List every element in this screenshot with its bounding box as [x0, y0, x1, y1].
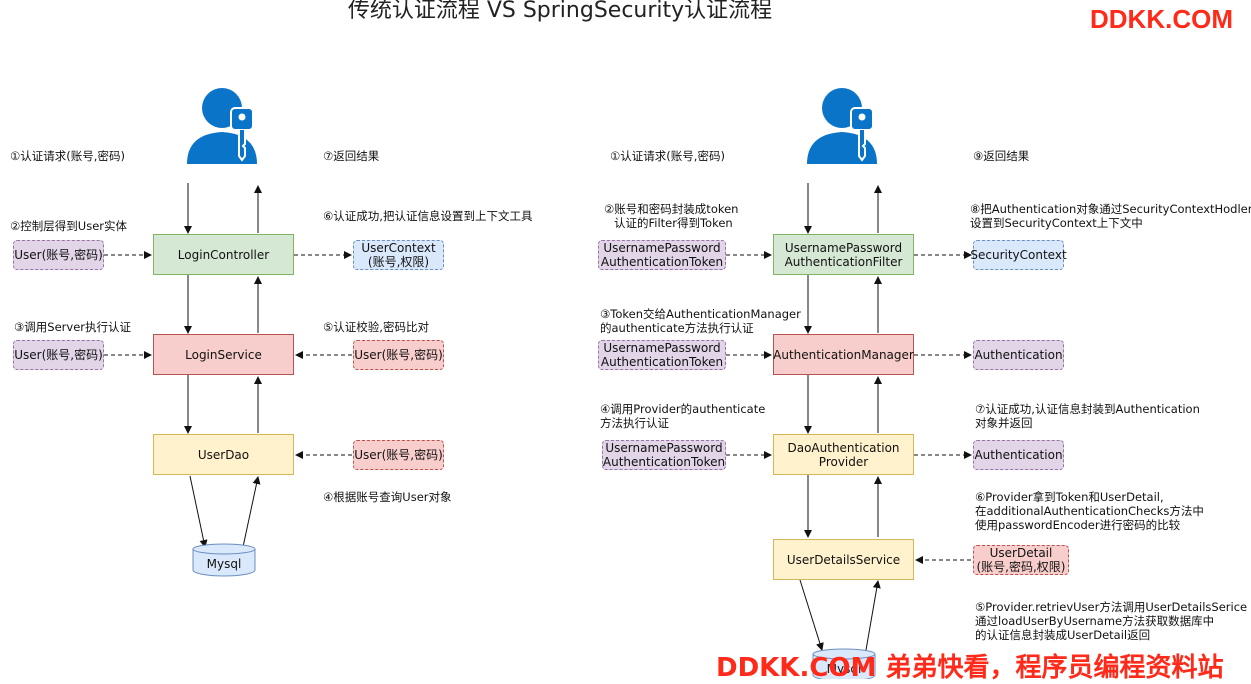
label-step2: ②控制层得到User实体: [10, 219, 128, 233]
user-icon: [807, 88, 877, 164]
login-service-node: LoginService: [153, 334, 294, 375]
label-step7: ⑦返回结果: [323, 149, 380, 163]
user-result-node: User(账号,密码): [353, 340, 444, 370]
label-step7-line2: 对象并返回: [975, 416, 1033, 430]
user-context-sub: (账号,权限): [367, 255, 430, 269]
user-context-title: UserContext: [361, 241, 436, 255]
label-step6: ⑥认证成功,把认证信息设置到上下文工具: [323, 209, 533, 223]
auth-filter-node: UsernamePassword AuthenticationFilter: [773, 234, 914, 275]
page-title: 传统认证流程 VS SpringSecurity认证流程: [347, 0, 773, 23]
login-controller-node: LoginController: [153, 234, 294, 275]
label-step7: ⑦认证成功,认证信息封装到Authentication 对象并返回: [975, 402, 1200, 430]
label-step3-line1: ③Token交给AuthenticationManager: [600, 307, 801, 321]
user-detail-line2: (账号,密码,权限): [976, 560, 1066, 574]
arrow-dao-db: [189, 475, 208, 548]
dao-provider-node: DaoAuthentication Provider: [773, 434, 914, 475]
database-label: Mysql: [826, 662, 862, 676]
user-detail-line1: UserDetail: [989, 546, 1053, 560]
dao-provider-line1: DaoAuthentication: [787, 440, 900, 455]
user-input-node: User(账号,密码): [13, 240, 104, 270]
label-step8-line2: 设置到SecurityContext上下文中: [970, 216, 1143, 230]
label-step2: ②账号和密码封装成token 认证的Filter得到Token: [604, 202, 738, 230]
label-step6: ⑥Provider拿到Token和UserDetail, 在additional…: [975, 490, 1204, 532]
dao-provider-line2: Provider: [818, 454, 869, 469]
user-result-node: User(账号,密码): [353, 440, 444, 470]
label-step5-line3: 的认证信息封装成UserDetail返回: [975, 628, 1151, 642]
token-node: UsernamePassword AuthenticationToken: [602, 440, 726, 470]
label-step4: ④调用Provider的authenticate 方法执行认证: [600, 402, 765, 430]
token-line1: UsernamePassword: [605, 441, 723, 455]
label-step3: ③Token交给AuthenticationManager 的authentic…: [600, 307, 801, 335]
user-detail-node: UserDetail (账号,密码,权限): [973, 545, 1069, 575]
token-node: UsernamePassword AuthenticationToken: [598, 240, 726, 270]
auth-filter-line2: AuthenticationFilter: [784, 254, 903, 269]
arrow-db-dao: [242, 476, 261, 548]
user-dao-node: UserDao: [153, 434, 294, 475]
label-step6-line2: 在additionalAuthenticationChecks方法中: [975, 504, 1204, 518]
user-icon: [187, 88, 257, 164]
user-details-service-node: UserDetailsService: [773, 539, 914, 580]
auth-manager-node: AuthenticationManager: [773, 334, 914, 375]
user-context-node: UserContext (账号,权限): [353, 240, 444, 270]
label-step1: ①认证请求(账号,密码): [610, 149, 725, 163]
brand-logo: DDKK.COM: [1090, 4, 1233, 34]
label-step8: ⑧把Authentication对象通过SecurityContextHodle…: [970, 202, 1251, 230]
label-step7-line1: ⑦认证成功,认证信息封装到Authentication: [975, 402, 1200, 416]
arrow-uds-db: [799, 579, 824, 651]
auth-filter-line1: UsernamePassword: [784, 240, 903, 255]
label-step3-line2: 的authenticate方法执行认证: [600, 321, 754, 335]
label-step5: ⑤认证校验,密码比对: [323, 320, 429, 334]
label-step3: ③调用Server执行认证: [14, 320, 132, 334]
arrow-db-uds: [865, 580, 881, 651]
authentication-node: Authentication: [973, 440, 1064, 470]
token-line1: UsernamePassword: [603, 241, 721, 255]
label-step4-line2: 方法执行认证: [600, 416, 669, 430]
label-step6-line3: 使用passwordEncoder进行密码的比较: [975, 518, 1181, 532]
token-line2: AuthenticationToken: [600, 355, 724, 369]
security-context-node: SecurityContext: [970, 240, 1067, 270]
database-label: Mysql: [206, 557, 242, 571]
user-input-node: User(账号,密码): [13, 340, 104, 370]
label-step5: ⑤Provider.retrievUser方法调用UserDetailsSeri…: [975, 600, 1247, 642]
authentication-node: Authentication: [973, 340, 1064, 370]
label-step6-line1: ⑥Provider拿到Token和UserDetail,: [975, 490, 1164, 504]
database-icon: [192, 543, 256, 577]
label-step1: ①认证请求(账号,密码): [10, 149, 125, 163]
label-step5-line2: 通过loadUserByUsername方法获取数据库中: [975, 614, 1215, 628]
token-line2: AuthenticationToken: [602, 455, 726, 469]
label-step5-line1: ⑤Provider.retrievUser方法调用UserDetailsSeri…: [975, 600, 1248, 614]
label-step8-line1: ⑧把Authentication对象通过SecurityContextHodle…: [970, 202, 1251, 216]
label-step2-line2: 认证的Filter得到Token: [614, 216, 733, 230]
label-step9: ⑨返回结果: [973, 149, 1030, 163]
footer-watermark: DDKK.COM 弟弟快看，程序员编程资料站: [716, 653, 1224, 683]
token-line1: UsernamePassword: [603, 341, 721, 355]
label-step4: ④根据账号查询User对象: [323, 490, 452, 504]
token-line2: AuthenticationToken: [600, 255, 724, 269]
label-step4-line1: ④调用Provider的authenticate: [600, 402, 766, 416]
label-step2-line1: ②账号和密码封装成token: [604, 202, 739, 216]
database-icon: [812, 648, 876, 679]
token-node: UsernamePassword AuthenticationToken: [598, 340, 726, 370]
